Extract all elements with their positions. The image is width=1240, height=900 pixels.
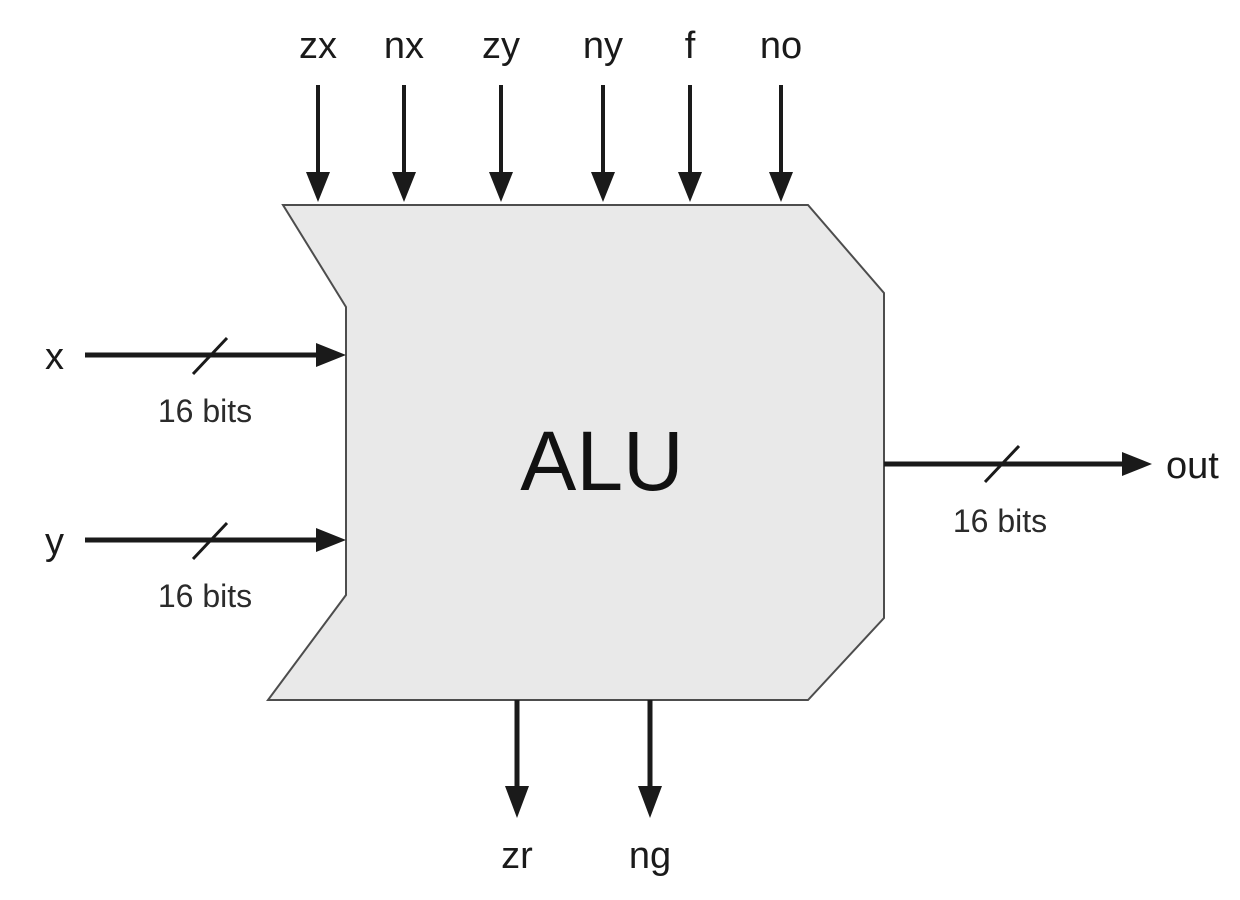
arrowhead (769, 172, 793, 202)
data-input-x-label: x (45, 336, 64, 378)
bus-slash (983, 444, 1021, 484)
status-output-zr: zr (501, 700, 533, 877)
control-input-no-label: no (760, 25, 802, 67)
output-out: out 16 bits (884, 444, 1219, 539)
arrowhead (591, 172, 615, 202)
alu-title: ALU (520, 414, 683, 508)
bus-slash (191, 336, 229, 376)
data-input-y: y 16 bits (45, 521, 346, 614)
control-input-no: no (760, 25, 802, 202)
control-input-nx-label: nx (384, 25, 424, 67)
output-out-label: out (1166, 445, 1219, 487)
control-input-zy: zy (482, 25, 520, 202)
control-input-f: f (678, 25, 702, 202)
control-input-ny: ny (583, 25, 623, 202)
arrowhead (1122, 452, 1152, 476)
arrowhead (316, 528, 346, 552)
data-input-y-width: 16 bits (158, 578, 252, 614)
control-input-zx: zx (299, 25, 337, 202)
arrowhead (638, 786, 662, 818)
alu-body (266, 204, 885, 701)
output-out-width: 16 bits (953, 503, 1047, 539)
control-input-zy-label: zy (482, 25, 520, 67)
control-input-zx-label: zx (299, 25, 337, 67)
arrowhead (306, 172, 330, 202)
arrowhead (678, 172, 702, 202)
control-input-ny-label: ny (583, 25, 623, 67)
status-output-ng: ng (629, 700, 671, 877)
data-input-y-label: y (45, 521, 64, 563)
arrowhead (505, 786, 529, 818)
arrowhead (316, 343, 346, 367)
status-output-zr-label: zr (501, 835, 533, 877)
status-output-ng-label: ng (629, 835, 671, 877)
bus-slash (191, 521, 229, 561)
data-input-x: x 16 bits (45, 336, 346, 429)
control-input-f-label: f (685, 25, 696, 67)
control-input-nx: nx (384, 25, 424, 202)
data-input-x-width: 16 bits (158, 393, 252, 429)
arrowhead (489, 172, 513, 202)
arrowhead (392, 172, 416, 202)
